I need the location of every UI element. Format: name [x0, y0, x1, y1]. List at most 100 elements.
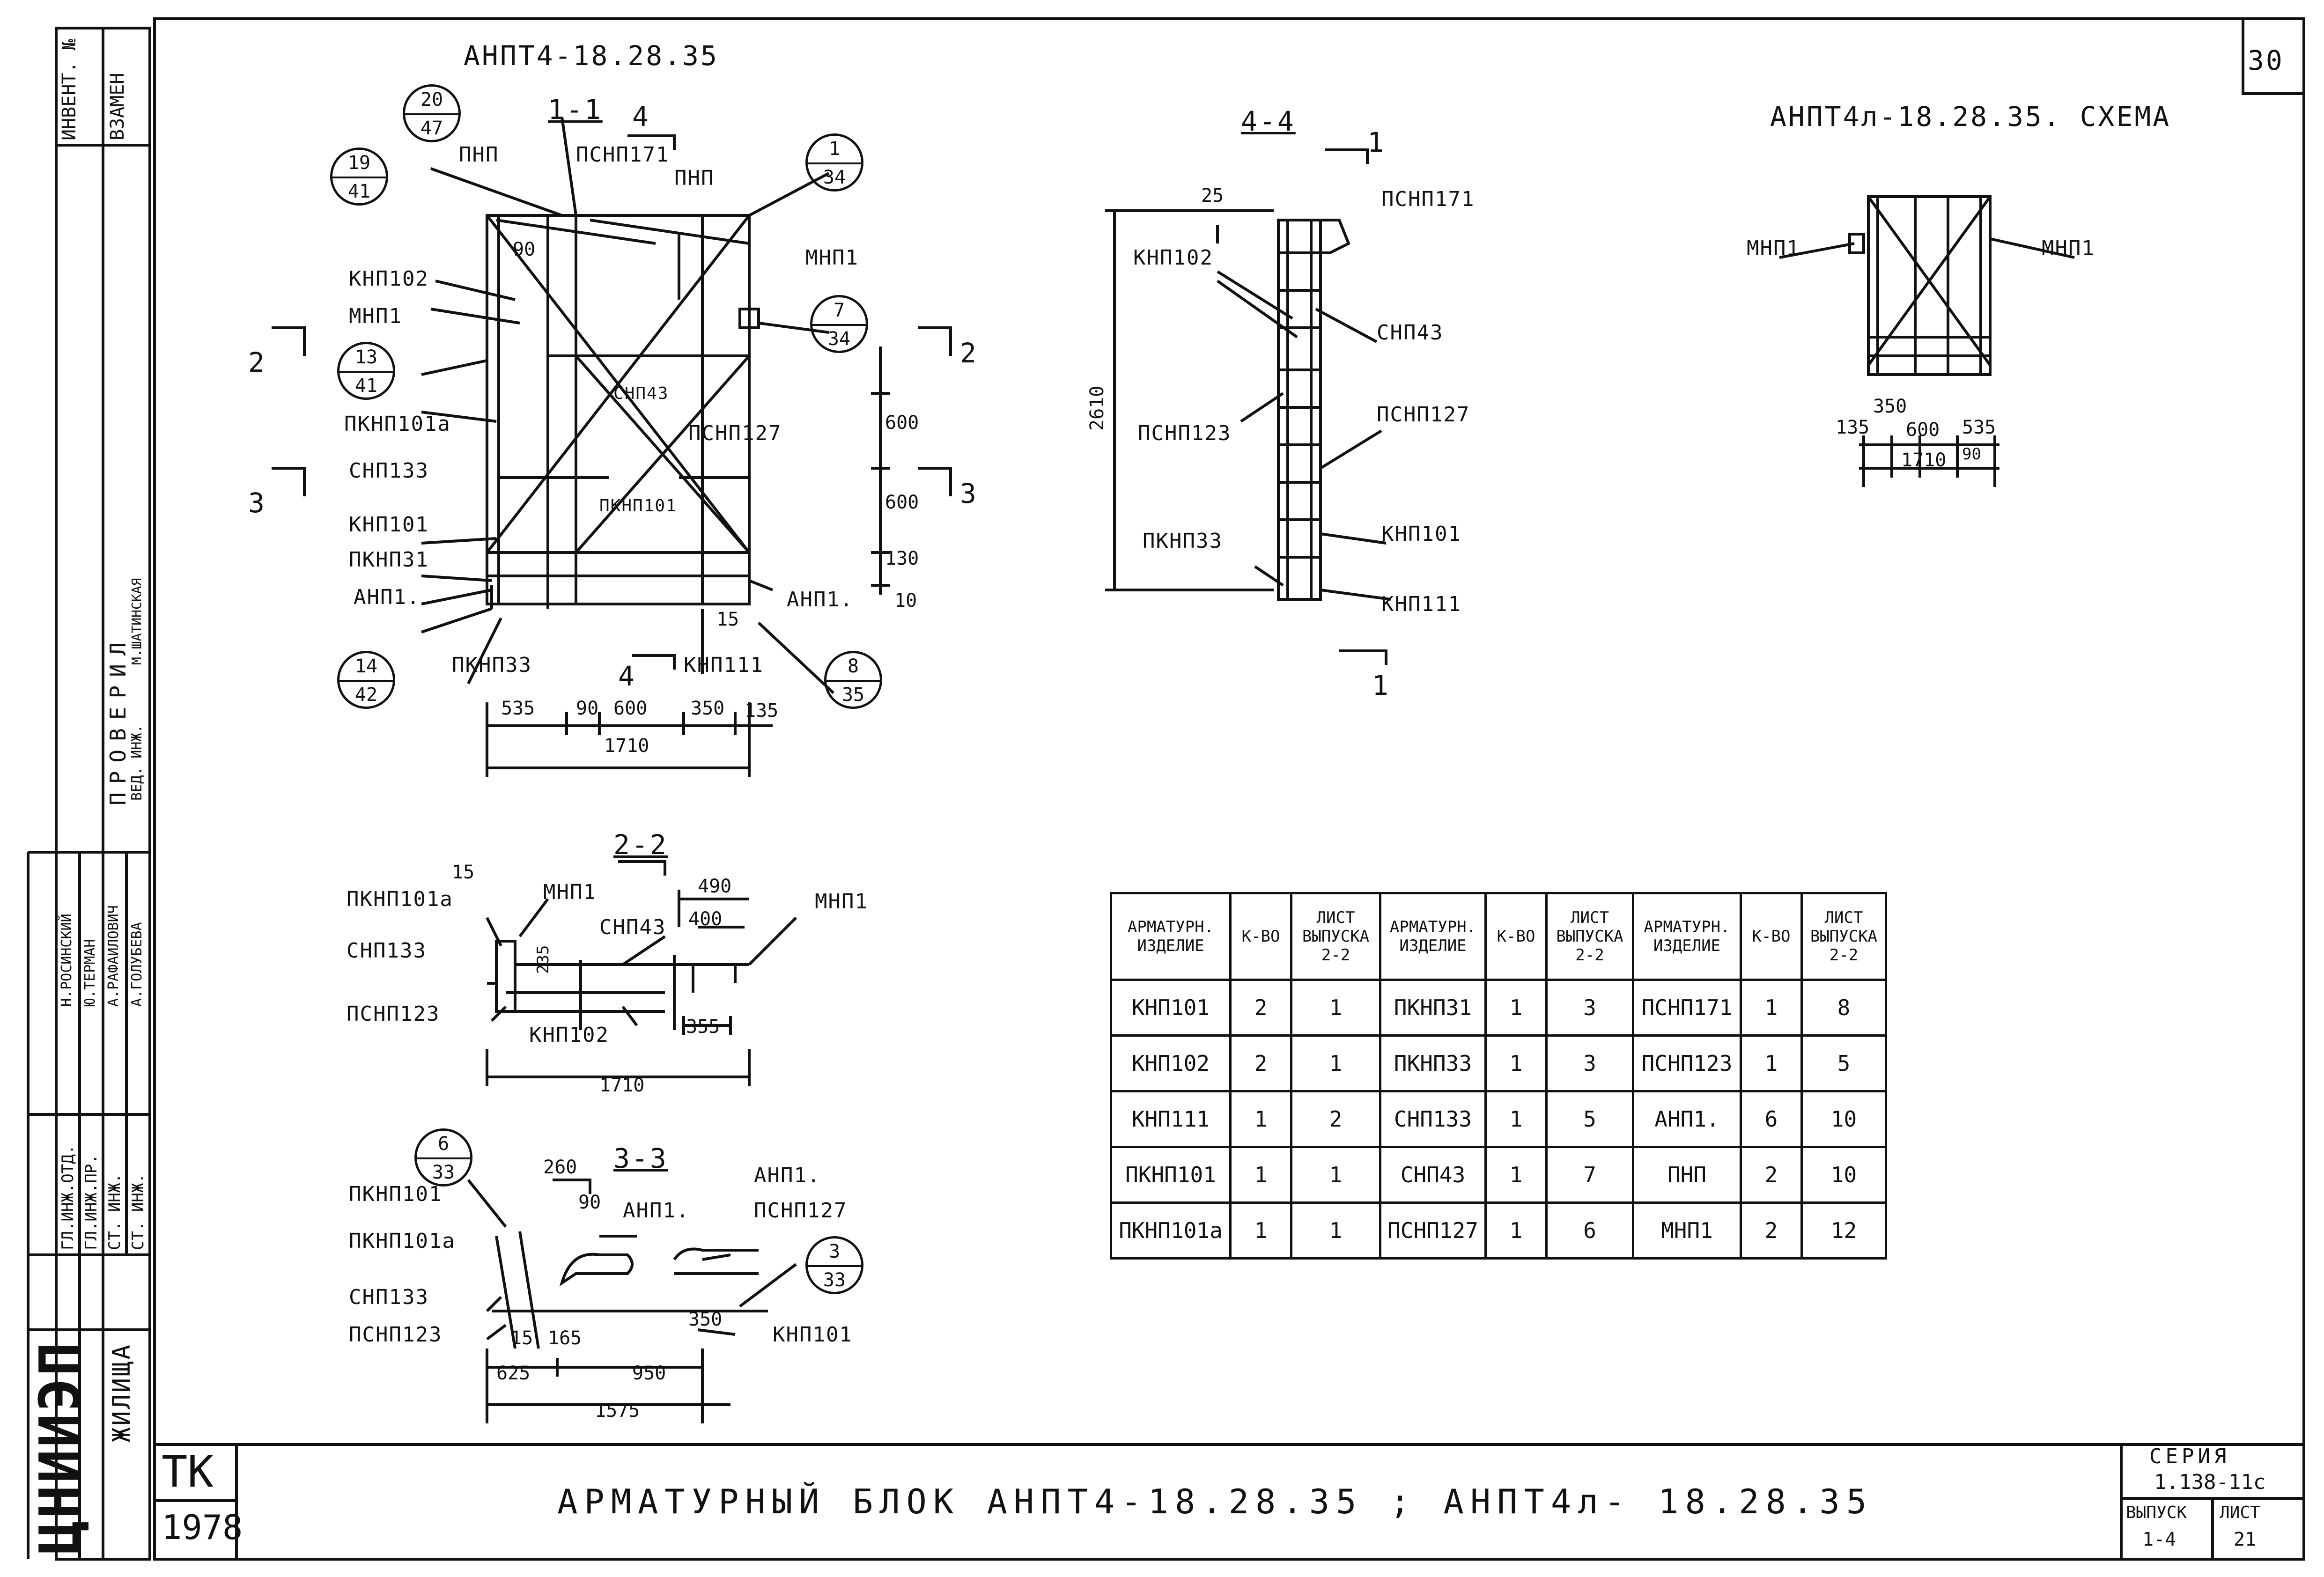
table-cell: 2 — [1740, 1146, 1803, 1204]
seria-value: 1.138-11с — [2154, 1470, 2266, 1494]
section-2-2-title: 2-2 — [613, 829, 668, 861]
col-header: АРМАТУРН. ИЗДЕЛИЕ — [1632, 892, 1742, 981]
dim-3-3-165: 165 — [548, 1327, 582, 1349]
table-cell: 5 — [1800, 1034, 1887, 1092]
col-header: АРМАТУРН. ИЗДЕЛИЕ — [1379, 892, 1487, 981]
label-4-4-psnp127: ПСНП127 — [1377, 403, 1470, 427]
dim-15: 15 — [716, 609, 739, 630]
table-cell: ПСНП123 — [1632, 1034, 1742, 1092]
cut-mark-2-left: 2 — [248, 346, 266, 378]
dim-3-3-90: 90 — [578, 1192, 601, 1213]
label-2-2-psnp123: ПСНП123 — [347, 1002, 440, 1026]
table-cell: 1 — [1229, 1201, 1292, 1260]
dim-schema-535: 535 — [1962, 417, 1996, 438]
table-cell: 7 — [1545, 1146, 1634, 1204]
margin-name: Н.РОСИНСКИЙ — [59, 914, 75, 1007]
table-cell: 2 — [1229, 1034, 1292, 1092]
label-2-2-mnp1-right: МНП1 — [815, 890, 868, 914]
margin-vzamen: ВЗАМЕН — [107, 73, 128, 141]
col-header: К-ВО — [1229, 892, 1292, 981]
dim-3-3-625: 625 — [496, 1363, 531, 1384]
dim-3-3-350: 350 — [688, 1309, 723, 1330]
label-pknp31: ПКНП31 — [349, 548, 429, 572]
col-header: К-ВО — [1484, 892, 1548, 981]
dim-135: 135 — [745, 700, 779, 722]
table-cell: 1 — [1484, 1090, 1548, 1148]
section-1-1-geometry — [272, 117, 952, 777]
margin-proveril: ПРОВЕРИЛ — [105, 634, 131, 805]
dim-3-3-1575: 1575 — [595, 1400, 640, 1422]
table-cell: 2 — [1229, 979, 1292, 1037]
label-2-2-knp102: КНП102 — [529, 1023, 609, 1047]
label-mnp1-left: МНП1 — [349, 304, 402, 328]
section-4-4-title: 4-4 — [1241, 105, 1296, 137]
dim-3-3-260: 260 — [543, 1157, 577, 1178]
section-4-4-geometry — [1105, 148, 1391, 665]
label-4-4-knp102: КНП102 — [1133, 246, 1213, 270]
table-cell: ПНП — [1632, 1146, 1742, 1204]
label-4-4-snp43: СНП43 — [1377, 321, 1444, 345]
section-2-2-geometry — [486, 860, 797, 1086]
dim-4-4-25: 25 — [1201, 185, 1224, 206]
label-anp1-right: АНП1. — [787, 588, 854, 612]
table-cell: 8 — [1800, 979, 1887, 1037]
margin-role: ГЛ.ИНЖ.ОТД. — [59, 1144, 77, 1250]
table-cell: 2 — [1290, 1090, 1381, 1148]
label-pknp33: ПКНП33 — [452, 653, 532, 677]
spec-table: АРМАТУРН. ИЗДЕЛИЕ К-ВО ЛИСТ ВЫПУСКА 2-2 … — [1110, 892, 1887, 1260]
col-header: ЛИСТ ВЫПУСКА 2-2 — [1545, 892, 1634, 981]
dim-schema-350: 350 — [1873, 396, 1907, 417]
label-3-3-anp1-a: АНП1. — [623, 1199, 690, 1223]
table-cell: 1 — [1290, 1034, 1381, 1092]
table-cell: СНП133 — [1379, 1090, 1487, 1148]
margin-role: СТ. ИНЖ. — [105, 1173, 124, 1250]
dim-2-2-355: 355 — [686, 1016, 720, 1038]
label-3-3-pknp101a: ПКНП101а — [349, 1229, 456, 1253]
table-cell: СНП43 — [1379, 1146, 1487, 1204]
label-snp43: СНП43 — [613, 384, 669, 403]
dim-schema-90: 90 — [1962, 445, 1981, 464]
dim-2-2-490: 490 — [698, 876, 732, 897]
list-label: ЛИСТ — [2220, 1503, 2260, 1522]
title-block-tk: ТК — [162, 1447, 214, 1497]
dim-2-2-400: 400 — [688, 908, 723, 930]
dim-2-2-15: 15 — [452, 862, 475, 883]
title-block-year: 1978 — [162, 1508, 243, 1547]
label-knp111: КНП111 — [684, 653, 764, 677]
schema-title: АНПТ4л-18.28.35. СХЕМА — [1770, 101, 2171, 133]
org-logo: ЦНИИЭП — [28, 1340, 93, 1555]
frame-border — [153, 17, 2305, 1561]
label-2-2-snp43: СНП43 — [599, 915, 666, 939]
label-4-4-psnp171: ПСНП171 — [1381, 187, 1475, 211]
col-header: ЛИСТ ВЫПУСКА 2-2 — [1290, 892, 1381, 981]
label-pnp-b: ПНП — [674, 166, 715, 190]
table-cell: 1 — [1484, 979, 1548, 1037]
dim-4-4-2610: 2610 — [1086, 385, 1108, 431]
dim-130: 130 — [885, 548, 919, 569]
vypusk-value: 1-4 — [2142, 1529, 2176, 1550]
label-4-4-pknp33: ПКНП33 — [1143, 529, 1223, 553]
table-cell: ПКНП33 — [1379, 1034, 1487, 1092]
spec-table-header: АРМАТУРН. ИЗДЕЛИЕ К-ВО ЛИСТ ВЫПУСКА 2-2 … — [1110, 892, 1887, 981]
label-3-3-knp101: КНП101 — [773, 1323, 853, 1347]
seria-label: СЕРИЯ — [2149, 1444, 2230, 1468]
schema-geometry — [1779, 195, 2075, 487]
label-pknp101a: ПКНП101а — [344, 412, 451, 436]
label-3-3-pknp101: ПКНП101 — [349, 1182, 443, 1206]
label-3-3-snp133: СНП133 — [349, 1285, 429, 1309]
left-margin-strip — [27, 27, 151, 1561]
main-title: АНПТ4-18.28.35 — [464, 40, 719, 72]
label-3-3-psnp123: ПСНП123 — [349, 1323, 443, 1347]
table-cell: 5 — [1545, 1090, 1634, 1148]
col-header: ЛИСТ ВЫПУСКА 2-2 — [1800, 892, 1887, 981]
table-cell: ПКНП101а — [1110, 1201, 1232, 1260]
dim-3-3-15: 15 — [510, 1327, 533, 1349]
